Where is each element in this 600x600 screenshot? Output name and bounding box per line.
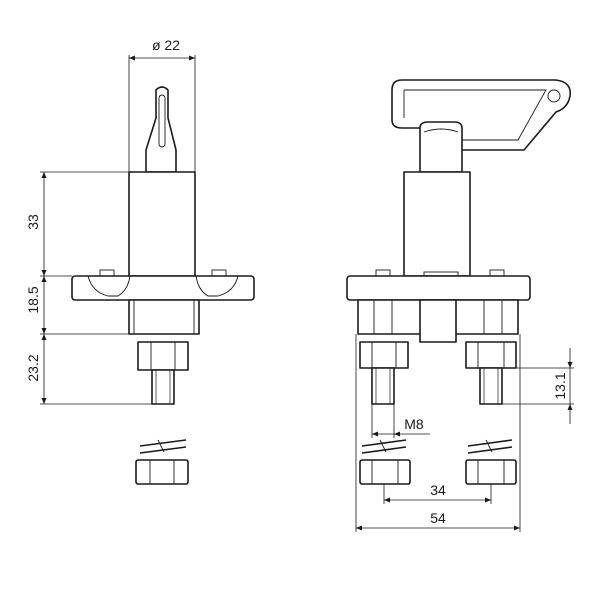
stud-length-label: 13.1	[552, 372, 568, 399]
height-flange-label: 18.5	[25, 286, 41, 313]
stud-spacing-label: 34	[430, 482, 446, 498]
height-stud-label: 23.2	[25, 354, 41, 381]
front-view-dimensions: 13.1 M8 34 54	[355, 334, 574, 532]
thread-label: M8	[404, 416, 424, 432]
side-view-dimensions: ø 22 33 18.5 23.2	[25, 37, 196, 405]
front-view	[346, 79, 572, 485]
side-view	[71, 86, 255, 485]
overall-width-label: 54	[430, 510, 446, 526]
height-upper-label: 33	[25, 214, 41, 230]
diameter-label: ø 22	[152, 37, 180, 53]
